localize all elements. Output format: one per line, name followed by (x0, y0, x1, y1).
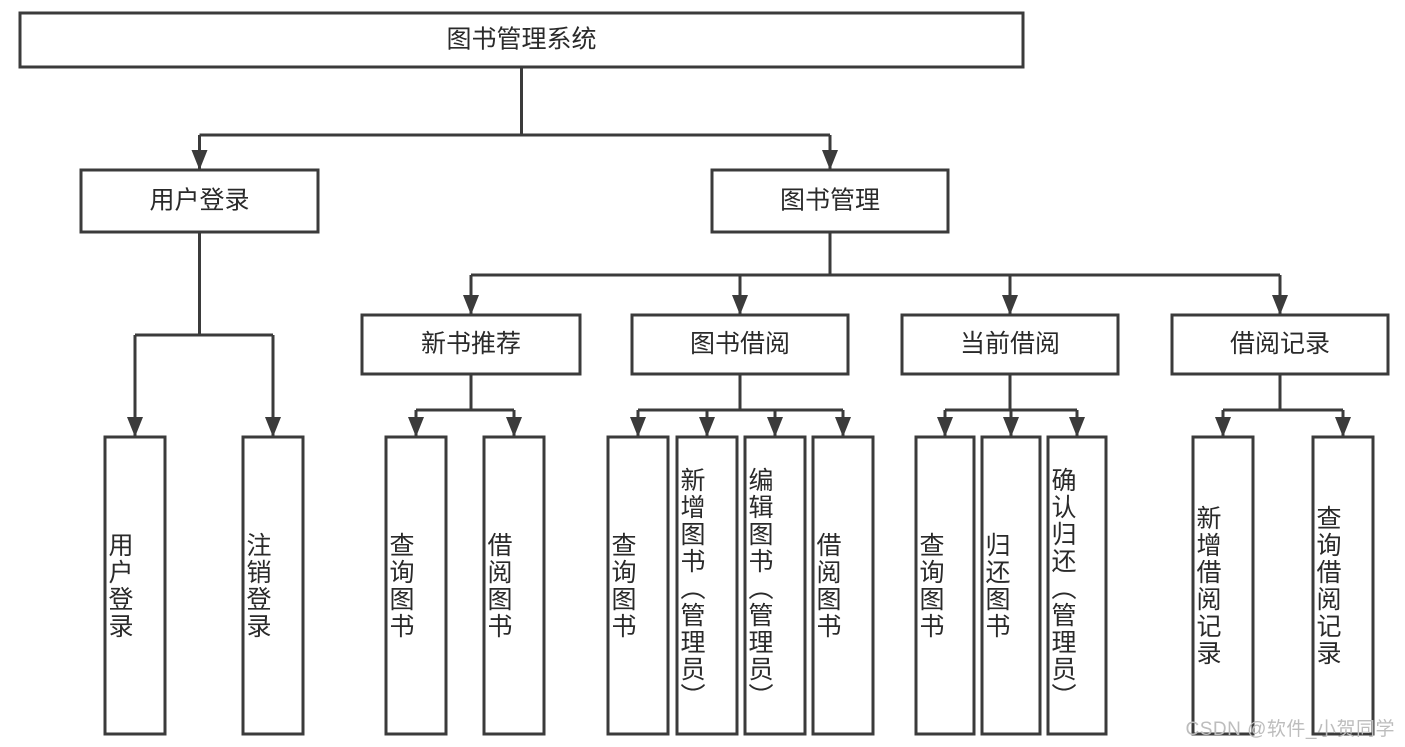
leaf-label-leaf-borrow-book: 借阅图书 (813, 531, 841, 640)
book-manage-arrow-0 (463, 295, 479, 315)
current-borrow-leaf-arrow-2 (1069, 417, 1085, 437)
leaf-leaf-query-record[interactable]: 查询借阅记录 (1311, 435, 1375, 736)
leaf-label-wrap-leaf-return-book: 归还图书 (982, 531, 1010, 640)
leaf-label-wrap-leaf-borrow-book: 借阅图书 (813, 531, 841, 640)
node-label-book-manage: 图书管理 (780, 187, 880, 215)
leaf-leaf-return-book-box (980, 435, 1042, 736)
leaf-leaf-query-book-borrow-box (606, 435, 670, 736)
leaf-label-wrap-leaf-query-record: 查询借阅记录 (1313, 504, 1341, 667)
node-user-login[interactable]: 用户登录 (79, 168, 320, 234)
leaf-leaf-return-book[interactable]: 归还图书 (980, 435, 1042, 736)
leaf-label-wrap-leaf-edit-book: 编辑图书（管理员） (745, 467, 773, 710)
leaf-leaf-borrow-book[interactable]: 借阅图书 (811, 435, 875, 736)
leaf-label-leaf-query-book-recommend: 查询图书 (386, 531, 414, 640)
leaf-leaf-user-logout[interactable]: 注销登录 (241, 435, 305, 736)
node-label-root: 图书管理系统 (446, 26, 596, 54)
leaf-label-wrap-leaf-user-logout: 注销登录 (243, 531, 271, 640)
node-root[interactable]: 图书管理系统 (18, 11, 1025, 69)
leaf-leaf-add-book[interactable]: 新增图书（管理员） (675, 435, 739, 736)
leaf-leaf-query-book-borrow[interactable]: 查询图书 (606, 435, 670, 736)
leaf-label-leaf-user-login: 用户登录 (105, 531, 133, 640)
node-book-borrow[interactable]: 图书借阅 (630, 313, 850, 376)
leaf-label-leaf-borrow-book-recommend: 借阅图书 (484, 531, 512, 640)
leaf-label-wrap-leaf-confirm-return: 确认归还（管理员） (1048, 467, 1076, 710)
leaf-leaf-edit-book[interactable]: 编辑图书（管理员） (743, 435, 807, 736)
leaf-label-wrap-leaf-query-book-current: 查询图书 (916, 531, 944, 640)
leaf-leaf-query-book-recommend-box (384, 435, 448, 736)
leaf-leaf-borrow-book-recommend[interactable]: 借阅图书 (482, 435, 546, 736)
node-borrow-record-box (1170, 313, 1390, 376)
node-label-book-borrow: 图书借阅 (690, 330, 790, 358)
leaf-leaf-confirm-return[interactable]: 确认归还（管理员） (1046, 435, 1108, 736)
leaf-leaf-add-record-box (1191, 435, 1255, 736)
user-login-leaf-arrow-1 (265, 417, 281, 437)
leaf-leaf-user-login[interactable]: 用户登录 (103, 435, 167, 736)
node-label-borrow-record: 借阅记录 (1230, 330, 1330, 358)
leaf-label-leaf-add-book: 新增图书（管理员） (677, 467, 705, 710)
leaf-label-leaf-edit-book: 编辑图书（管理员） (745, 467, 773, 710)
node-borrow-record[interactable]: 借阅记录 (1170, 313, 1390, 376)
leaf-label-leaf-query-record: 查询借阅记录 (1313, 504, 1341, 667)
node-book-manage-box (710, 168, 950, 234)
current-borrow-leaf-arrow-0 (937, 417, 953, 437)
node-label-user-login: 用户登录 (149, 187, 249, 215)
leaf-label-wrap-leaf-add-record: 新增借阅记录 (1193, 504, 1221, 667)
leaf-leaf-query-book-current[interactable]: 查询图书 (914, 435, 976, 736)
leaf-leaf-user-logout-box (241, 435, 305, 736)
current-borrow-leaf-arrow-1 (1003, 417, 1019, 437)
book-manage-arrow-1 (732, 295, 748, 315)
leaf-leaf-confirm-return-box (1046, 435, 1108, 736)
borrow-record-leaf-arrow-1 (1335, 417, 1351, 437)
borrow-record-leaf-arrow-0 (1215, 417, 1231, 437)
book-manage-arrow-3 (1272, 295, 1288, 315)
book-borrow-leaf-arrow-2 (767, 417, 783, 437)
leaf-leaf-query-book-current-box (914, 435, 976, 736)
book-borrow-leaf-arrow-0 (630, 417, 646, 437)
node-current-borrow-box (900, 313, 1120, 376)
node-current-borrow[interactable]: 当前借阅 (900, 313, 1120, 376)
user-login-leaf-arrow-0 (127, 417, 143, 437)
node-label-new-book-recommend: 新书推荐 (421, 330, 521, 358)
leaf-leaf-edit-book-box (743, 435, 807, 736)
leaf-leaf-borrow-book-box (811, 435, 875, 736)
leaf-label-leaf-confirm-return: 确认归还（管理员） (1048, 467, 1076, 710)
node-book-borrow-box (630, 313, 850, 376)
leaf-leaf-user-login-box (103, 435, 167, 736)
node-new-book-recommend[interactable]: 新书推荐 (360, 313, 582, 376)
leaf-label-wrap-leaf-query-book-recommend: 查询图书 (386, 531, 414, 640)
book-borrow-leaf-arrow-1 (699, 417, 715, 437)
leaf-label-leaf-query-book-borrow: 查询图书 (608, 531, 636, 640)
leaf-label-wrap-leaf-borrow-book-recommend: 借阅图书 (484, 531, 512, 640)
root-arrow-0 (191, 150, 208, 170)
node-new-book-recommend-box (360, 313, 582, 376)
book-borrow-leaf-arrow-3 (835, 417, 851, 437)
leaf-leaf-add-book-box (675, 435, 739, 736)
leaf-leaf-query-book-recommend[interactable]: 查询图书 (384, 435, 448, 736)
leaf-label-wrap-leaf-query-book-borrow: 查询图书 (608, 531, 636, 640)
leaf-leaf-borrow-book-recommend-box (482, 435, 546, 736)
leaf-label-wrap-leaf-add-book: 新增图书（管理员） (677, 467, 705, 710)
leaf-leaf-add-record[interactable]: 新增借阅记录 (1191, 435, 1255, 736)
book-manage-arrow-2 (1002, 295, 1018, 315)
connector-edges (127, 67, 1351, 437)
node-book-manage[interactable]: 图书管理 (710, 168, 950, 234)
leaf-label-wrap-leaf-user-login: 用户登录 (105, 531, 133, 640)
leaf-label-leaf-return-book: 归还图书 (982, 531, 1010, 640)
leaf-label-leaf-user-logout: 注销登录 (243, 531, 271, 640)
leaf-label-leaf-query-book-current: 查询图书 (916, 531, 944, 640)
leaf-leaf-query-record-box (1311, 435, 1375, 736)
root-arrow-1 (822, 150, 838, 170)
new-book-recommend-leaf-arrow-1 (506, 417, 522, 437)
node-root-box (18, 11, 1025, 69)
node-label-current-borrow: 当前借阅 (960, 330, 1060, 358)
new-book-recommend-leaf-arrow-0 (408, 417, 424, 437)
diagram-nodes: 图书管理系统用户登录图书管理新书推荐图书借阅当前借阅借阅记录用户登录注销登录查询… (18, 11, 1390, 736)
leaf-label-leaf-add-record: 新增借阅记录 (1193, 504, 1221, 667)
node-user-login-box (79, 168, 320, 234)
